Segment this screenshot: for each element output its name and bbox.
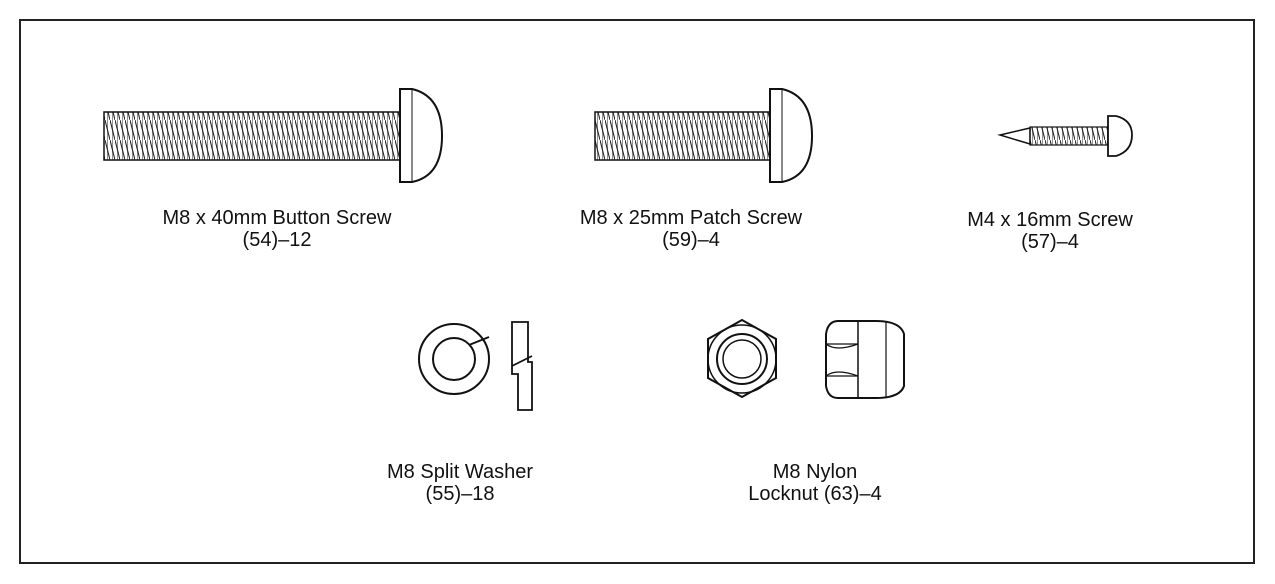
washer-side-view — [511, 321, 533, 411]
part-quantity: (55)–18 — [425, 483, 495, 505]
part-name: M4 x 16mm Screw — [967, 209, 1133, 231]
screw-shank — [103, 111, 401, 161]
part-quantity: (59)–4 — [662, 229, 720, 251]
screw-shank — [1029, 126, 1109, 146]
part-label-nylon-locknut: M8 Nylon Locknut (63)–4 — [700, 461, 930, 505]
locknut-hex-outline — [707, 318, 777, 399]
part-name: M8 Nylon — [772, 461, 858, 483]
screw-tip — [997, 127, 1031, 146]
hardware-card-frame — [19, 19, 1255, 564]
part-name: M8 x 25mm Patch Screw — [579, 207, 803, 229]
part-name: M8 x 40mm Button Screw — [162, 207, 392, 229]
part-quantity: (57)–4 — [1021, 231, 1079, 253]
screw-shank — [594, 111, 771, 161]
button-screw-40mm-drawing — [103, 88, 444, 183]
nylon-locknut-drawing — [707, 318, 905, 399]
patch-screw-25mm-drawing — [594, 88, 814, 183]
part-label-button-screw: M8 x 40mm Button Screw (54)–12 — [112, 207, 442, 251]
locknut-side-view — [825, 320, 905, 399]
part-label-split-washer: M8 Split Washer (55)–18 — [340, 461, 580, 505]
part-quantity: Locknut (63)–4 — [748, 483, 882, 505]
screw-button-head — [399, 88, 444, 183]
part-quantity: (54)–12 — [242, 229, 312, 251]
m4-screw-16mm-drawing — [997, 115, 1133, 157]
part-name: M8 Split Washer — [387, 461, 533, 483]
part-label-m4-screw: M4 x 16mm Screw (57)–4 — [930, 209, 1170, 253]
screw-button-head — [769, 88, 814, 183]
screw-head — [1107, 115, 1133, 157]
split-washer-drawing — [418, 321, 533, 411]
washer-inner-ring — [432, 337, 476, 381]
part-label-patch-screw: M8 x 25mm Patch Screw (59)–4 — [546, 207, 836, 251]
